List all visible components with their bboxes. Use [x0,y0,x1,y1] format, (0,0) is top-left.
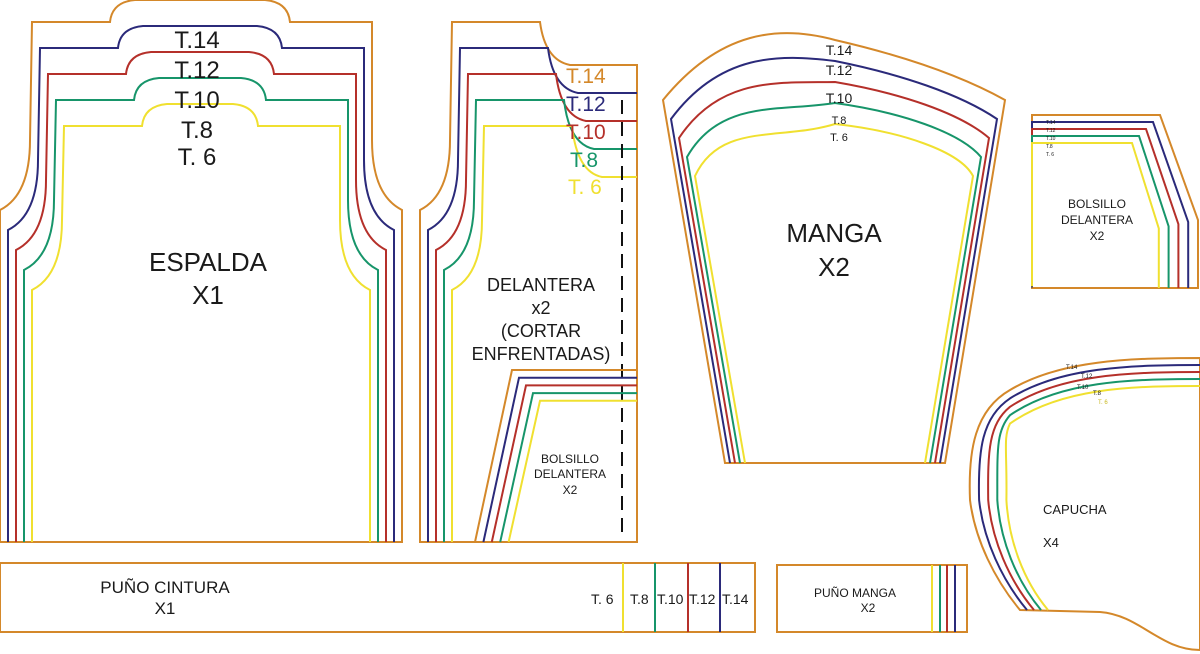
espalda-title: ESPALDA [149,247,268,277]
delantera-note-2: ENFRENTADAS) [472,344,611,364]
capucha-piece [968,356,1200,652]
bolsillo1-line-t12 [490,384,637,543]
manga-line-t10 [685,101,983,464]
espalda-piece [0,0,403,543]
bolsillo2-size-t6: T. 6 [1046,152,1054,158]
manga-line-t8 [693,122,975,464]
espalda-line-t14 [7,25,395,542]
delantera-size-t14: T.14 [566,65,606,88]
puno-size-t6: T. 6 [591,591,614,607]
bolsillo2-size-t10: T.10 [1046,136,1056,142]
puno2-cut-line [776,564,968,633]
delantera-qty: x2 [531,298,550,318]
delantera-note-1: (CORTAR [501,321,581,341]
delantera-line-t12 [435,73,637,542]
puno-size-t8: T.8 [630,591,649,607]
puno1-cut-line [0,562,756,633]
bolsillo2-line-t10 [1031,135,1170,288]
manga-size-t10: T.10 [826,90,853,106]
espalda-size-t12: T.12 [174,57,219,84]
espalda-cut-line [0,0,403,543]
capucha-size-t14: T.14 [1066,365,1078,371]
bolsillo-delantera-piece [474,369,637,543]
puno-size-t10: T.10 [657,591,684,607]
manga-size-t6: T. 6 [830,132,848,144]
puno-cintura-title: PUÑO CINTURA [100,578,230,597]
manga-line-t14 [669,56,999,464]
manga-title: MANGA [786,218,882,248]
puno-cintura-piece [0,562,756,633]
bolsillo2-qty: X2 [1090,229,1105,243]
espalda-size-t10: T.10 [174,87,219,114]
capucha-qty: X4 [1043,535,1059,550]
bolsillo2-size-t14: T.14 [1046,120,1056,126]
bolsillo-right-piece [1031,114,1199,289]
manga-size-t12: T.12 [826,62,853,78]
espalda-size-t8: T.8 [181,117,213,144]
bolsillo1-cut-line [474,369,637,543]
delantera-size-t12: T.12 [566,93,606,116]
espalda-line-t10 [23,77,379,542]
bolsillo2-size-t8: T.8 [1046,144,1053,150]
bolsillo2-label-1: BOLSILLO [1068,197,1126,211]
capucha-line-t14 [977,364,1200,611]
delantera-cut-line [419,21,638,543]
bolsillo-label-2: DELANTERA [534,467,606,481]
bolsillo2-line-t8 [1031,142,1160,288]
bolsillo1-line-t10 [499,392,637,543]
puno-manga-title: PUÑO MANGA [814,586,896,600]
espalda-line-t8 [31,103,371,542]
bolsillo2-label-2: DELANTERA [1061,213,1133,227]
delantera-line-t14 [427,47,637,542]
espalda-size-t6: T. 6 [178,144,217,171]
manga-piece [661,32,1007,464]
capucha-cut-line [968,356,1200,652]
puno-size-t14: T.14 [722,591,749,607]
delantera-piece [419,21,638,543]
capucha-size-t10: T.10 [1077,385,1089,391]
capucha-line-t8 [1004,385,1200,611]
capucha-size-t6: T. 6 [1098,400,1108,406]
delantera-title: DELANTERA [487,275,595,295]
capucha-title: CAPUCHA [1043,502,1107,517]
manga-size-t14: T.14 [826,42,853,58]
puno-manga-qty: X2 [861,601,876,615]
espalda-size-t14: T.14 [174,27,219,54]
bolsillo2-size-t12: T.12 [1046,128,1056,134]
delantera-line-t8 [451,125,637,542]
capucha-line-t10 [996,378,1200,611]
manga-cut-line [661,32,1007,464]
puno-cintura-qty: X1 [155,599,176,618]
delantera-size-t6: T. 6 [568,176,602,199]
puno-manga-piece [776,564,968,633]
bolsillo-label-1: BOLSILLO [541,452,599,466]
puno-size-t12: T.12 [689,591,716,607]
capucha-size-t12: T.12 [1081,374,1093,380]
espalda-qty: X1 [192,280,224,310]
delantera-size-t8: T.8 [570,149,598,172]
manga-qty: X2 [818,252,850,282]
delantera-line-t10 [443,99,637,542]
manga-line-t12 [677,80,991,464]
bolsillo1-line-t14 [482,376,637,543]
manga-size-t8: T.8 [832,115,847,127]
bolsillo1-line-t8 [507,399,637,543]
capucha-size-t8: T.8 [1093,391,1102,397]
bolsillo-qty: X2 [563,483,578,497]
espalda-line-t12 [15,51,387,542]
delantera-size-t10: T.10 [566,121,606,144]
capucha-line-t12 [987,371,1200,611]
